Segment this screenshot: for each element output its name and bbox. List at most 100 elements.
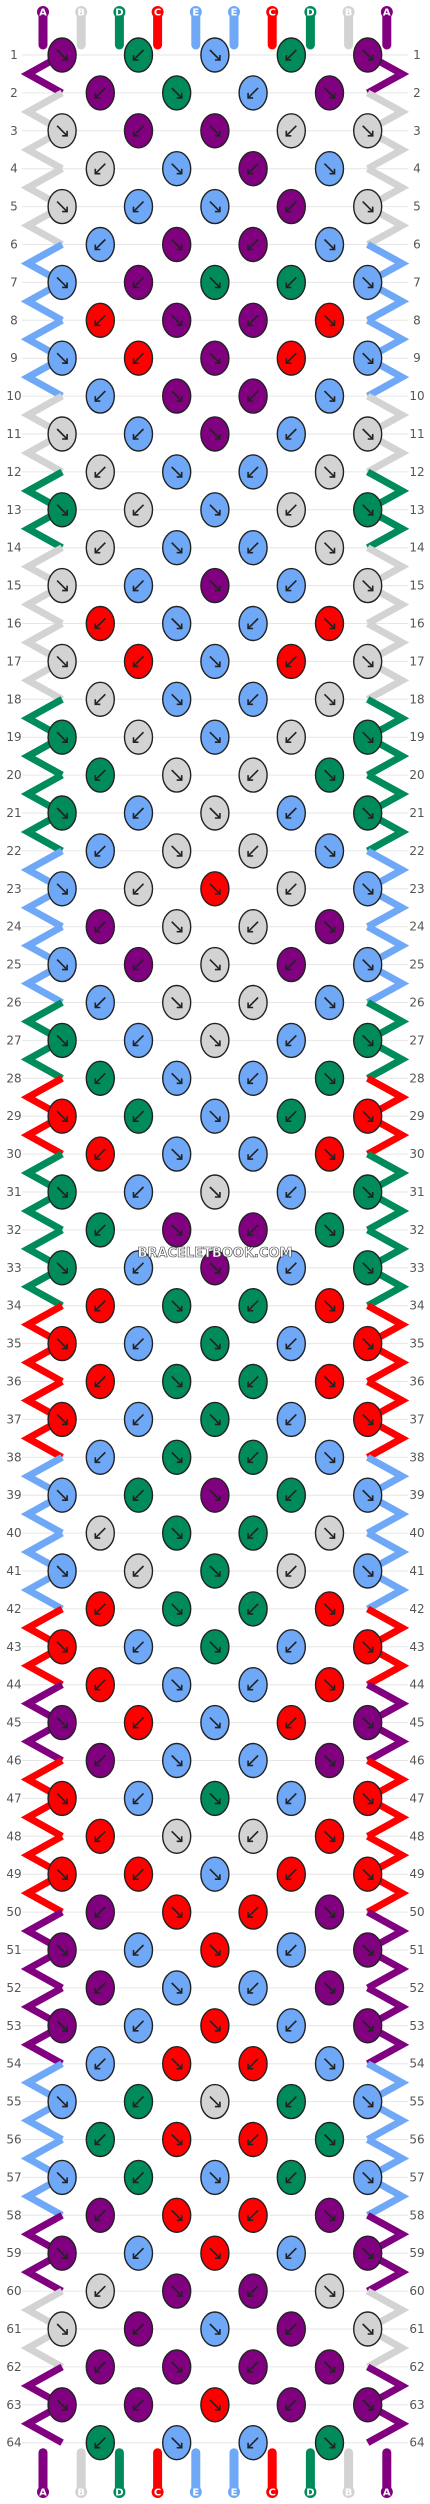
knot-arrow-icon [171,2133,183,2146]
knot-arrow-icon [171,2058,183,2070]
knot-arrow-icon [247,542,259,554]
knot-arrowhead-icon [214,661,221,668]
knot-arrow-icon [323,2133,336,2146]
row-number-left: 30 [6,1147,21,1161]
knot-arrowhead-icon [367,2404,374,2411]
row-number-right: 33 [409,1261,424,1275]
knot-arrowhead-icon [176,92,183,99]
knot-arrowhead-icon [367,1495,374,1501]
row-number-left: 28 [6,1071,21,1085]
bottom-strand-badge [304,2486,317,2498]
row-number-left: 63 [6,2398,21,2412]
knot-arrow-icon [323,87,336,99]
top-strand-badge [37,6,49,18]
row-number-right: 62 [409,2360,424,2374]
knot-arrow-icon [285,2323,297,2335]
knot-arrowhead-icon [176,2366,183,2373]
knot-arrow-icon [247,2285,259,2297]
knot-arrowhead-icon [94,1836,101,1843]
knot-arrowhead-icon [247,2291,254,2297]
knot-arrowhead-icon [62,2329,68,2335]
knot-arrowhead-icon [329,471,336,478]
row-number-right: 13 [409,503,424,517]
knot-arrowhead-icon [329,1381,336,1388]
row-number-right: 10 [409,389,424,403]
knot-arrow-icon [285,1792,297,1804]
row-number-right: 34 [409,1299,424,1313]
row-number-left: 36 [6,1375,21,1389]
row-number-right: 55 [409,2095,424,2109]
knot-arrowhead-icon [62,2025,68,2032]
knot-arrow-icon [171,1072,183,1084]
knot-arrowhead-icon [132,55,139,61]
knot-arrowhead-icon [62,1343,68,1350]
knot-arrow-icon [171,2285,183,2297]
knot-arrow-icon [171,314,183,326]
knot-arrow-icon [323,2437,336,2449]
row-number-right: 45 [409,1716,424,1730]
knot-arrow-icon [94,693,106,705]
knot-arrowhead-icon [214,1116,221,1122]
knot-arrowhead-icon [214,813,221,819]
knot-arrowhead-icon [367,2025,374,2032]
knot-arrow-icon [209,428,221,440]
row-number-left: 42 [6,1602,21,1616]
knot-arrow-icon [94,390,106,402]
knot-arrow-icon [132,276,145,288]
knot-arrowhead-icon [214,55,221,61]
knot-arrow-icon [247,1300,259,1312]
knot-arrow-icon [132,504,145,516]
knot-arrow-icon [285,352,297,364]
row-number-right: 47 [409,1791,424,1805]
knot-arrowhead-icon [285,2177,292,2184]
knot-arrow-icon [132,1944,145,1956]
knot-arrow-icon [132,1186,145,1198]
knot-arrowhead-icon [247,1836,254,1843]
knot-arrowhead-icon [176,1078,183,1085]
knot-arrow-icon [247,1830,259,1842]
knot-arrowhead-icon [176,1002,183,1009]
row-number-right: 12 [409,465,424,479]
top-strand-letter: C [154,8,161,19]
knot-arrowhead-icon [214,888,221,895]
knot-arrow-icon [94,1224,106,1236]
knot-arrowhead-icon [214,1495,221,1501]
knot-arrow-icon [132,1413,145,1425]
knot-arrow-icon [171,238,183,251]
knot-arrow-icon [285,2247,297,2259]
knot-arrow-icon [323,1754,336,1767]
knot-arrow-icon [323,921,336,933]
knot-arrowhead-icon [367,434,374,440]
row-number-right: 29 [409,1109,424,1123]
top-strand-badge [113,6,126,18]
knot-arrowhead-icon [367,130,374,137]
knot-arrow-icon [323,1224,336,1236]
knot-arrowhead-icon [367,1267,374,1274]
knot-arrowhead-icon [176,2139,183,2146]
knot-arrowhead-icon [214,130,221,137]
row-number-left: 12 [6,465,21,479]
row-number-right: 7 [413,275,421,289]
knot-arrowhead-icon [94,471,101,478]
knot-arrowhead-icon [94,320,101,327]
knot-arrow-icon [94,1830,106,1842]
knot-arrow-icon [362,1262,374,1274]
knot-arrow-icon [56,580,68,592]
knot-arrow-icon [171,1982,183,1994]
knot-arrowhead-icon [247,2139,254,2146]
row-number-left: 60 [6,2284,21,2298]
knot-arrowhead-icon [176,1684,183,1691]
bottom-strand-badge [37,2486,49,2498]
knot-arrowhead-icon [329,2291,336,2297]
knot-arrow-icon [285,276,297,288]
knot-arrowhead-icon [367,358,374,365]
row-number-left: 47 [6,1791,21,1805]
knot-arrow-icon [94,845,106,857]
knot-arrow-icon [132,959,145,971]
knot-arrowhead-icon [62,661,68,668]
top-strand-letter: D [306,8,314,19]
knot-arrowhead-icon [176,1305,183,1312]
knot-arrow-icon [247,238,259,251]
